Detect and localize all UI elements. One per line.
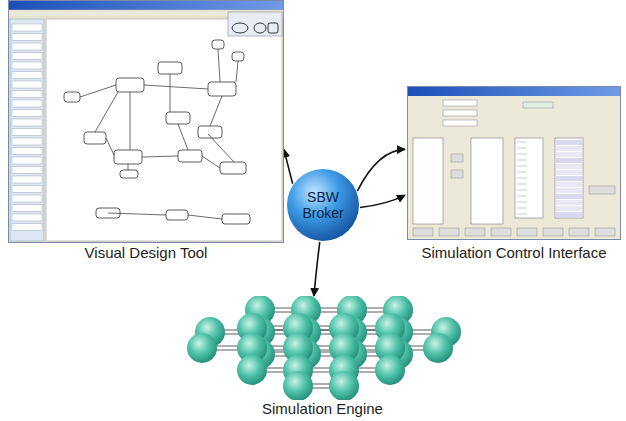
caption: Simulation Engine xyxy=(180,400,465,417)
design-tool-screenshot xyxy=(8,0,284,243)
connector-arrow xyxy=(284,149,293,183)
broker-label: SBW Broker xyxy=(286,189,360,221)
connector-arrow xyxy=(357,149,405,191)
engine-cluster-art xyxy=(180,296,465,400)
caption: Simulation Control Interface xyxy=(405,244,623,261)
engine-cluster: Simulation Engine xyxy=(180,296,465,418)
caption: Visual Design Tool xyxy=(8,244,284,261)
connector-arrow xyxy=(360,195,405,207)
control-screenshot xyxy=(405,86,623,241)
connector-arrow xyxy=(314,242,320,296)
screenshot-node: Simulation Control Interface xyxy=(405,86,623,262)
screenshot-node: Visual Design Tool xyxy=(8,0,284,262)
broker-circle: SBW Broker xyxy=(286,168,360,242)
